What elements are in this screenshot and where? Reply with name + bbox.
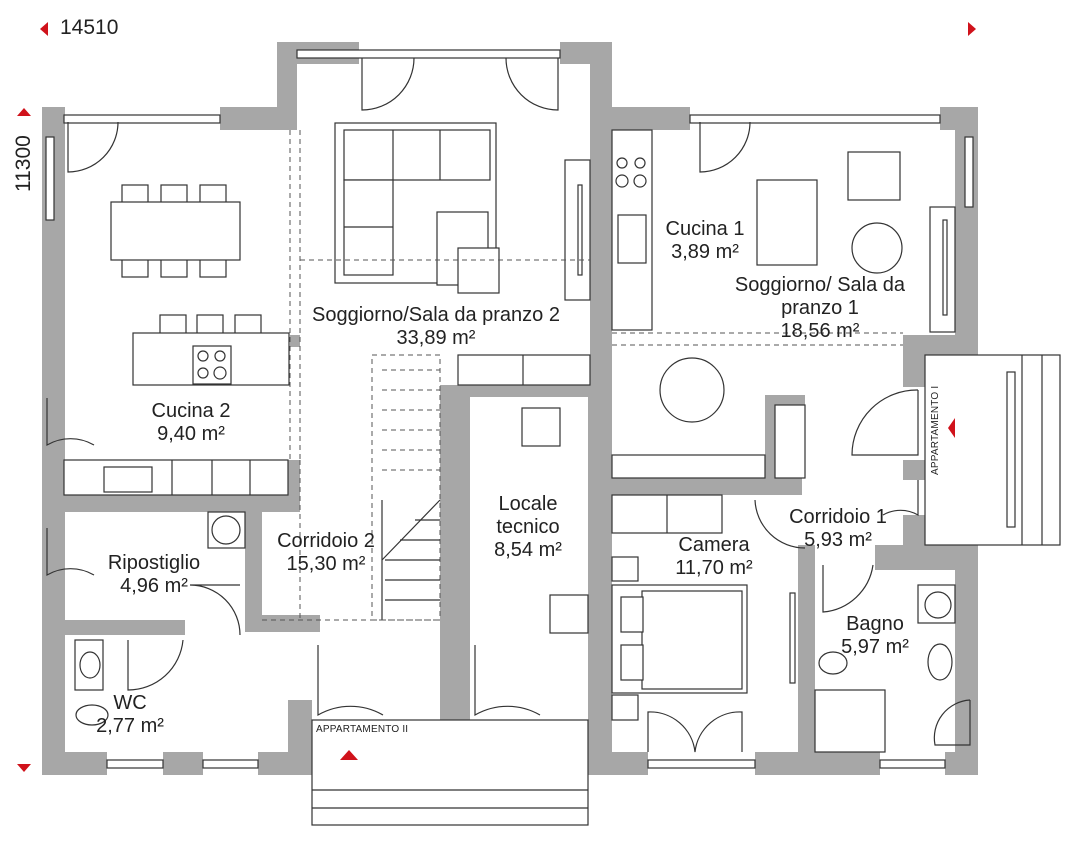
entrance-label-apartment-1: APPARTAMENTO I bbox=[930, 385, 941, 475]
walls bbox=[42, 42, 978, 775]
furniture bbox=[63, 122, 1061, 826]
dimension-arrow-down-icon bbox=[17, 764, 31, 772]
zone-dividers bbox=[262, 130, 903, 621]
dimension-arrow-right-icon bbox=[968, 22, 976, 36]
dimension-arrow-up-icon bbox=[17, 108, 31, 116]
width-dimension: 14510 bbox=[60, 16, 119, 39]
doors bbox=[46, 57, 971, 753]
windows bbox=[45, 49, 974, 769]
entrance-arrow-2-icon bbox=[340, 750, 358, 760]
height-dimension: 11300 bbox=[12, 135, 35, 192]
dimension-arrow-left-icon bbox=[40, 22, 48, 36]
entrance-label-apartment-2: APPARTAMENTO II bbox=[316, 724, 409, 735]
entrance-arrow-1-icon bbox=[948, 418, 955, 438]
